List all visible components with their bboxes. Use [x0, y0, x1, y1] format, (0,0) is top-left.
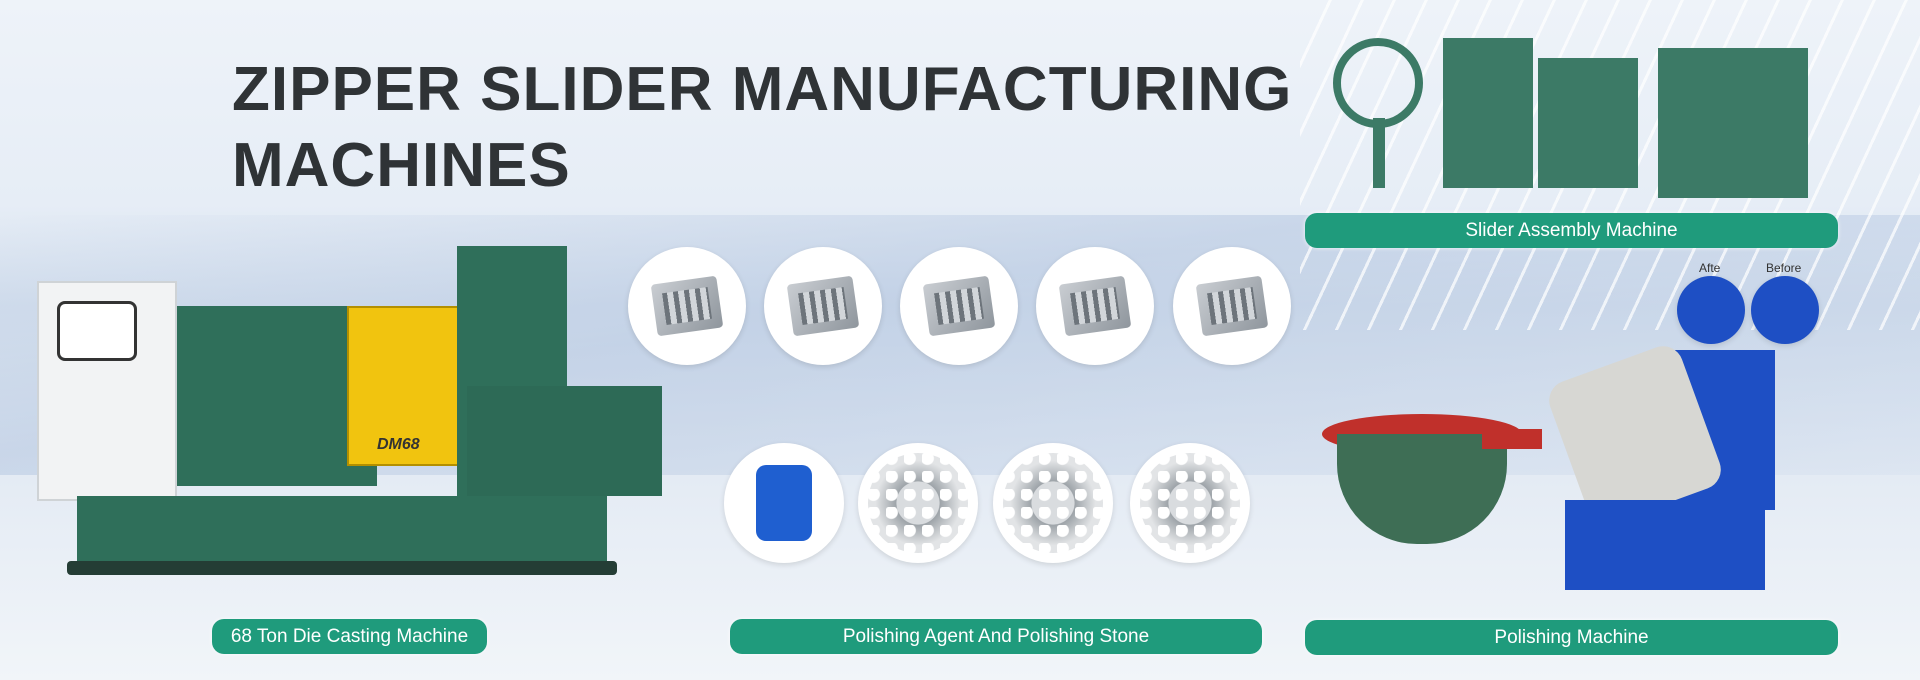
- slider-assembly-label: Slider Assembly Machine: [1305, 213, 1838, 248]
- polishing-agent-label: Polishing Agent And Polishing Stone: [730, 619, 1262, 654]
- title-line-2: MACHINES: [232, 131, 571, 200]
- machine-badge: DM68: [377, 436, 420, 453]
- mold-image-2: [764, 247, 882, 365]
- before-label: Before: [1766, 261, 1802, 275]
- die-casting-machine-image: DM68: [37, 226, 662, 586]
- mold-image-4: [1036, 247, 1154, 365]
- mold-image-1: [628, 247, 746, 365]
- polishing-machine-label: Polishing Machine: [1305, 620, 1838, 655]
- polishing-agent-barrel-image: [724, 443, 844, 563]
- mold-image-5: [1173, 247, 1291, 365]
- polishing-stone-image-1: [858, 443, 978, 563]
- after-label: Afte: [1699, 261, 1721, 275]
- page-title: ZIPPER SLIDER MANUFACTURING MACHINES: [232, 52, 1292, 204]
- after-sample-image: [1677, 276, 1745, 344]
- slider-assembly-machines-image: [1328, 18, 1818, 203]
- mold-image-3: [900, 247, 1018, 365]
- die-casting-label: 68 Ton Die Casting Machine: [212, 619, 487, 654]
- vibratory-bowl-image: [1322, 404, 1544, 576]
- polishing-stone-image-2: [993, 443, 1113, 563]
- tumbler-polishing-machine-image: [1543, 330, 1795, 600]
- before-sample-image: [1751, 276, 1819, 344]
- polishing-stone-image-3: [1130, 443, 1250, 563]
- title-line-1: ZIPPER SLIDER MANUFACTURING: [232, 55, 1293, 124]
